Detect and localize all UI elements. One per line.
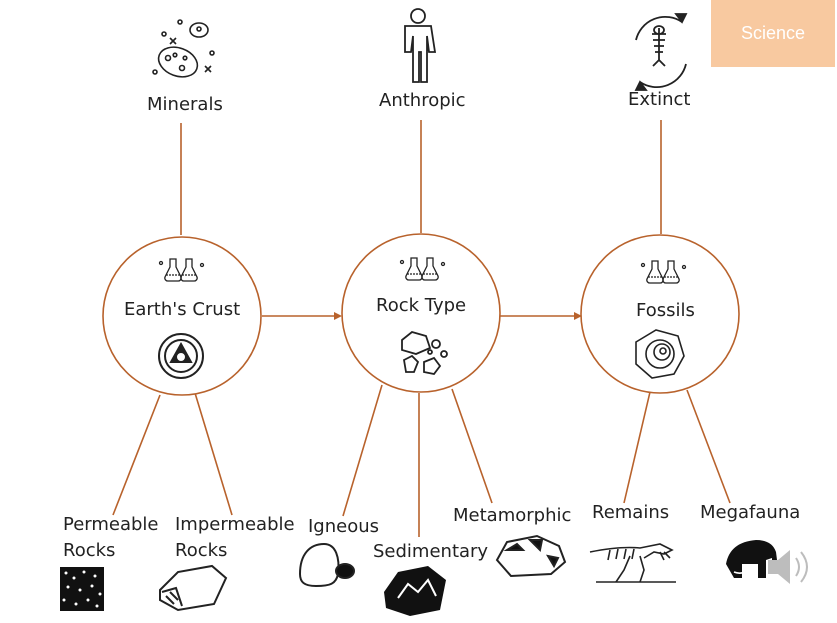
science-badge-label: Science <box>740 23 806 43</box>
ammonite-fossil-icon <box>635 329 685 379</box>
extinct-fish-skeleton-icon <box>634 13 688 91</box>
line-megafauna <box>686 389 731 504</box>
speaker-icon[interactable] <box>768 550 808 584</box>
earth-layers-icon <box>158 333 204 379</box>
circle-earths-crust <box>102 236 262 396</box>
permeable-rock-texture-icon <box>60 567 104 611</box>
connectors <box>112 120 731 537</box>
line-igneous <box>342 384 383 517</box>
label-metamorphic: Metamorphic <box>453 505 572 526</box>
metamorphic-rock-icon <box>495 534 567 578</box>
impermeable-rock-icon <box>159 564 228 612</box>
line-impermeable <box>194 392 233 516</box>
line-metamorphic <box>451 388 493 504</box>
label-remains: Remains <box>592 502 670 523</box>
label-anthropic: Anthropic <box>379 90 466 111</box>
rocks-icon <box>401 331 448 375</box>
label-minerals: Minerals <box>147 94 223 115</box>
mammoth-icon <box>726 540 778 578</box>
label-impermeable-line1: Impermeable <box>175 514 295 535</box>
flasks-icon <box>399 257 446 281</box>
igneous-rock-icon <box>298 542 355 588</box>
label-sedimentary: Sedimentary <box>373 541 489 562</box>
circle-fossils <box>580 234 740 394</box>
label-impermeable-line2: Rocks <box>175 540 228 561</box>
person-icon <box>404 8 437 83</box>
arrowheads <box>334 312 582 320</box>
label-igneous: Igneous <box>308 516 380 537</box>
circle-rock-type <box>341 233 501 393</box>
line-permeable <box>112 394 161 516</box>
dinosaur-skeleton-icon <box>589 543 676 583</box>
line-remains <box>623 391 651 504</box>
label-fossils: Fossils <box>636 300 695 321</box>
sedimentary-rock-icon <box>384 566 446 616</box>
label-extinct: Extinct <box>628 89 691 110</box>
flasks-icon <box>158 258 205 282</box>
minerals-icon <box>152 19 215 78</box>
label-permeable-line2: Rocks <box>63 540 116 561</box>
label-megafauna: Megafauna <box>700 502 801 523</box>
science-badge[interactable]: Science <box>711 0 835 67</box>
label-earths-crust: Earth's Crust <box>124 299 241 320</box>
label-rock-type: Rock Type <box>376 295 467 316</box>
arrowhead-1 <box>334 312 342 320</box>
label-permeable-line1: Permeable <box>63 514 159 535</box>
label-impermeable-rocks: Impermeable Rocks <box>175 512 295 564</box>
flasks-icon <box>640 260 687 284</box>
label-permeable-rocks: Permeable Rocks <box>63 512 159 564</box>
arrowhead-2 <box>574 312 582 320</box>
